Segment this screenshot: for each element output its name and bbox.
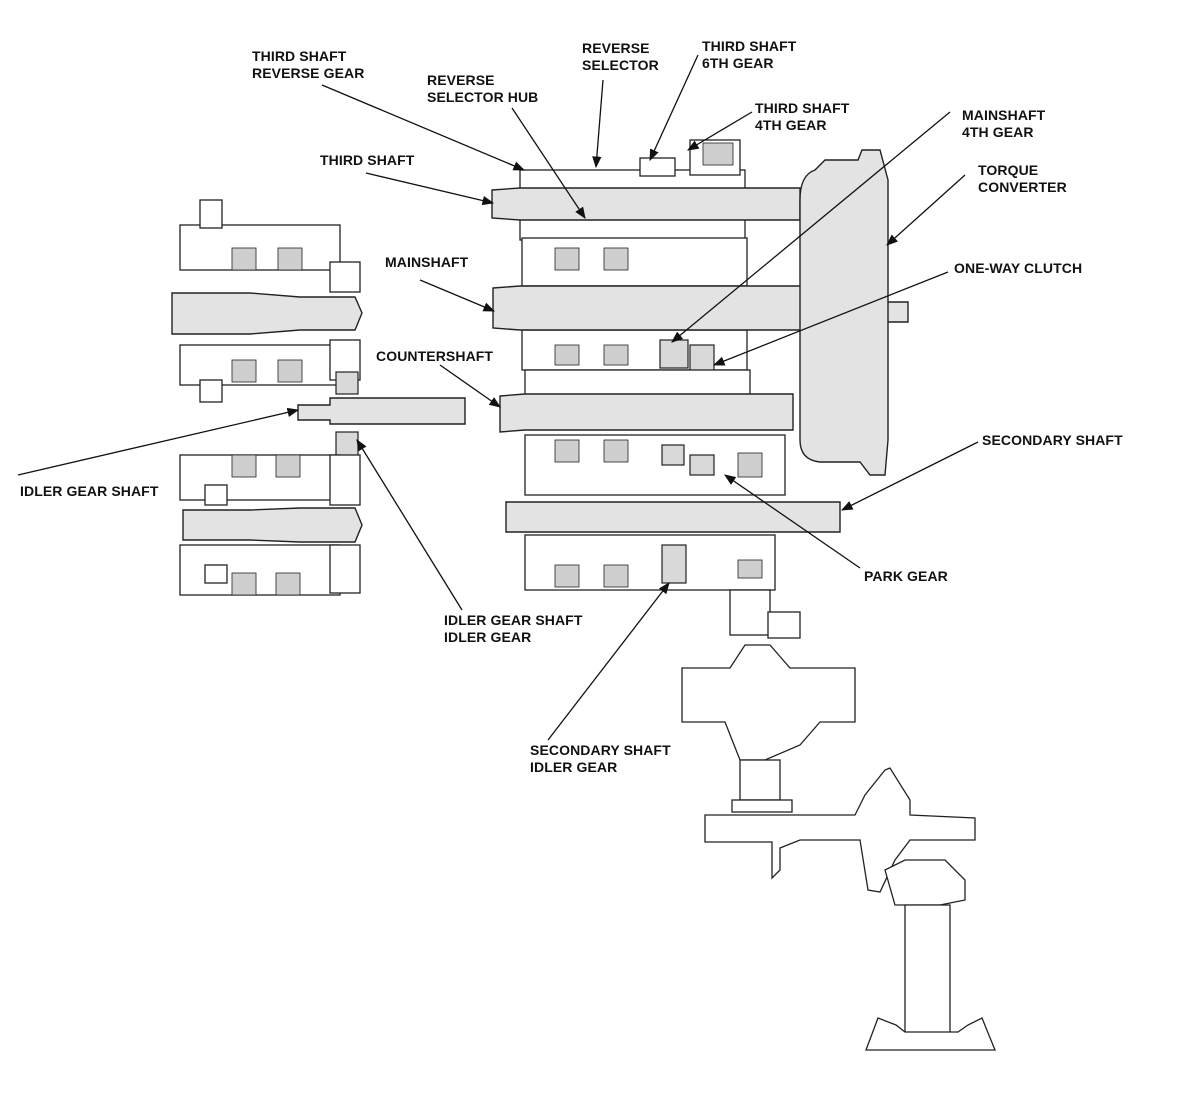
torque-converter — [799, 149, 889, 476]
left-lower-shaft-assembly — [179, 454, 363, 596]
label-idler-gear-shaft: IDLER GEAR SHAFT — [20, 483, 159, 499]
third-shaft — [491, 187, 801, 221]
pinion-gear — [884, 859, 966, 906]
leader-idler-gear-shaft-idler-gear — [356, 439, 463, 611]
secondary-shaft — [505, 501, 841, 533]
secondary-shaft-assembly — [505, 501, 841, 591]
label-park-gear: PARK GEAR — [864, 568, 948, 584]
leader-third-shaft-6th-gear — [649, 54, 699, 162]
differential-case — [681, 644, 856, 761]
leader-idler-gear-shaft — [17, 407, 300, 476]
leader-third-shaft — [365, 172, 495, 206]
leader-lines — [17, 54, 979, 741]
leader-countershaft — [439, 364, 501, 408]
torque-converter-housing — [799, 149, 889, 476]
label-one-way-clutch: ONE-WAY CLUTCH — [954, 260, 1083, 276]
leader-mainshaft-4th-gear — [671, 111, 951, 343]
output-shaft — [904, 904, 951, 1041]
differential-assembly — [681, 589, 996, 1051]
leader-reverse-selector-hub — [511, 107, 586, 219]
output-flange — [704, 767, 976, 893]
leader-one-way-clutch — [712, 271, 949, 366]
third-shaft-assembly — [491, 139, 801, 267]
leader-reverse-selector — [592, 79, 604, 169]
label-mainshaft: MAINSHAFT — [385, 254, 469, 270]
output-bearing — [865, 1017, 996, 1051]
leader-secondary-shaft-idler-gear — [547, 582, 670, 741]
leader-mainshaft — [419, 279, 496, 312]
label-secondary-shaft: SECONDARY SHAFT — [982, 432, 1123, 448]
label-countershaft: COUNTERSHAFT — [376, 348, 494, 364]
countershaft-assembly — [499, 369, 794, 496]
leader-park-gear — [724, 474, 861, 569]
leader-third-shaft-4th-gear — [686, 111, 753, 151]
countershaft — [499, 393, 794, 433]
label-third-shaft: THIRD SHAFT — [320, 152, 415, 168]
left-upper-shaft-assembly — [171, 199, 363, 403]
leader-third-shaft-reverse-gear — [321, 84, 526, 171]
left-lower-shaft — [182, 507, 363, 543]
left-upper-clutch-packs — [231, 247, 303, 383]
leader-torque-converter — [886, 174, 966, 246]
left-upper-shaft — [171, 292, 363, 335]
leader-secondary-shaft — [840, 441, 979, 511]
